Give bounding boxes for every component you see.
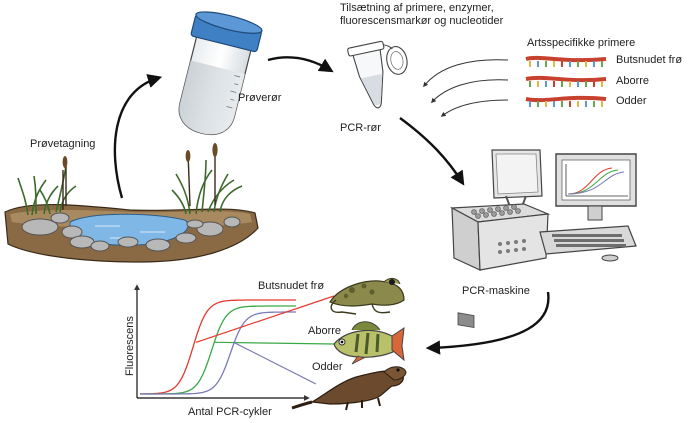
pond-scene (4, 143, 259, 263)
connector-3 (233, 341, 317, 385)
arrow-pond-to-tube (113, 74, 163, 199)
arrow-machine-to-results (425, 291, 550, 355)
chart-x-axis-label: Antal PCR-cykler (188, 406, 272, 418)
label-sampling: Prøvetagning (30, 138, 96, 150)
primer-strips (525, 55, 607, 107)
connector-1 (195, 295, 335, 343)
sample-tube-illustration (178, 11, 263, 135)
frog-illustration (329, 277, 405, 315)
chart-connectors (195, 295, 335, 385)
label-result-3: Odder (312, 361, 343, 373)
label-result-1: Butsnudet frø (258, 280, 325, 292)
otter-illustration (291, 366, 407, 411)
label-pcr-machine: PCR-maskine (462, 285, 530, 297)
label-primer-1: Butsnudet frø (616, 54, 683, 66)
chart-y-axis-label: Fluorescens (124, 316, 136, 376)
label-primer-2: Aborre (616, 75, 650, 87)
label-pcr-tube: PCR-rør (340, 122, 381, 134)
curve-1 (140, 299, 296, 395)
perch-illustration (333, 321, 405, 365)
curve-3 (140, 311, 296, 395)
pcr-machine-illustration (449, 149, 637, 329)
chart-axes (134, 284, 310, 401)
pcr-tube-illustration (347, 40, 408, 109)
connector-2 (214, 341, 335, 345)
label-result-2: Aborre (308, 325, 342, 337)
label-sample-tube: Prøverør (238, 92, 282, 104)
label-addition: Tilsætning af primere, enzymer, fluoresc… (340, 2, 504, 27)
label-primer-3: Odder (616, 95, 647, 107)
arrow-tube-to-pcr-tube (267, 56, 334, 73)
label-species-primers: Artsspecifikke primere (527, 37, 636, 49)
chart-curves (140, 299, 296, 395)
primer-arrows (423, 59, 509, 117)
arrow-pcr-tube-to-machine (399, 117, 465, 186)
